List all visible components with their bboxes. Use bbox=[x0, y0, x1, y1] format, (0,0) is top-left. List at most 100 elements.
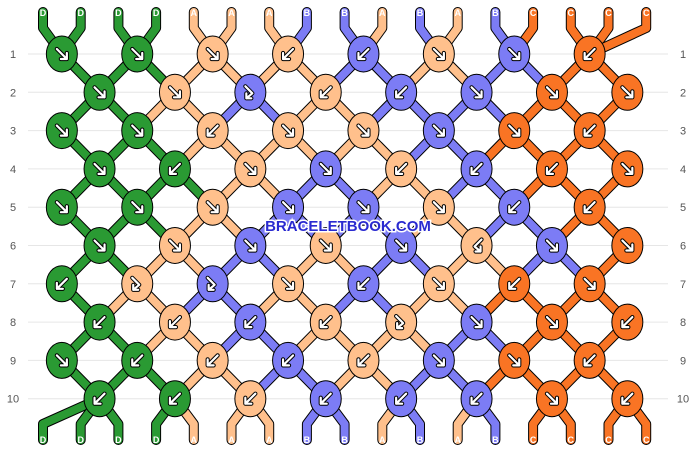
knot-arrow bbox=[206, 201, 219, 214]
knot-arrow bbox=[432, 277, 445, 290]
knot bbox=[158, 380, 191, 418]
knot-arrow bbox=[244, 85, 254, 100]
knot bbox=[234, 227, 267, 264]
knot bbox=[158, 303, 191, 341]
strand-label-top: A bbox=[228, 8, 235, 18]
knot bbox=[234, 380, 267, 418]
strand-label-bottom: D bbox=[77, 435, 84, 445]
knot bbox=[498, 35, 531, 73]
knot bbox=[347, 35, 380, 73]
knot-arrow bbox=[93, 316, 106, 329]
knot bbox=[234, 150, 267, 188]
knot bbox=[234, 73, 267, 111]
knot bbox=[121, 265, 154, 303]
knot-arrow bbox=[432, 124, 445, 137]
strand-label-top: A bbox=[266, 8, 273, 18]
knot bbox=[196, 35, 229, 73]
knot-arrow bbox=[357, 354, 370, 367]
knot-arrow bbox=[508, 201, 521, 214]
strand-label-top: B bbox=[417, 8, 424, 18]
knot-arrow bbox=[545, 239, 559, 252]
knot-arrow bbox=[131, 47, 144, 61]
knot-arrow bbox=[395, 162, 408, 175]
row-label-right: 9 bbox=[680, 355, 686, 367]
knot bbox=[573, 341, 606, 379]
knot bbox=[385, 73, 418, 111]
knot bbox=[611, 227, 644, 264]
knot bbox=[83, 303, 116, 341]
knot-arrow bbox=[470, 162, 483, 175]
knot-arrow bbox=[545, 162, 559, 175]
row-label-left: 9 bbox=[10, 355, 16, 367]
knot-arrow bbox=[319, 86, 332, 99]
knot-arrow bbox=[583, 124, 596, 137]
knot bbox=[45, 265, 78, 303]
knot-arrow bbox=[432, 354, 445, 367]
knot bbox=[422, 341, 455, 379]
strand-label-top: C bbox=[605, 8, 612, 18]
knot-arrow bbox=[319, 239, 332, 252]
knot-arrow bbox=[508, 354, 521, 367]
knot bbox=[460, 73, 493, 111]
knot bbox=[272, 341, 305, 379]
strand-label-bottom: A bbox=[228, 435, 235, 445]
knot bbox=[535, 227, 568, 264]
strand-label-top: D bbox=[153, 8, 160, 18]
row-label-right: 5 bbox=[680, 202, 686, 214]
strand-label-top: B bbox=[492, 8, 499, 18]
knot bbox=[45, 112, 78, 150]
knot bbox=[309, 380, 342, 418]
knot bbox=[385, 380, 418, 418]
knot bbox=[498, 341, 531, 379]
row-label-left: 6 bbox=[10, 241, 16, 253]
row-label-left: 1 bbox=[10, 49, 16, 61]
knot bbox=[45, 188, 78, 226]
knot-arrow bbox=[621, 86, 634, 99]
knot-arrow bbox=[168, 392, 182, 405]
knot-arrow bbox=[395, 239, 408, 252]
knot bbox=[611, 73, 644, 111]
knot-arrow bbox=[55, 354, 68, 367]
knot bbox=[460, 303, 493, 341]
strand-label-top: A bbox=[379, 8, 386, 18]
knot bbox=[272, 188, 305, 226]
knot-arrow bbox=[244, 316, 257, 329]
strand-label-bottom: D bbox=[153, 435, 160, 445]
knot-arrow bbox=[55, 277, 68, 290]
strand-label-bottom: B bbox=[304, 435, 311, 445]
knot-arrow bbox=[93, 239, 106, 252]
knot-arrow bbox=[357, 47, 370, 61]
knot-arrow bbox=[357, 201, 370, 214]
knot bbox=[121, 188, 154, 226]
knot bbox=[573, 188, 606, 226]
strand-label-top: A bbox=[191, 8, 198, 18]
knot-arrow bbox=[206, 47, 219, 61]
knot-arrow bbox=[583, 201, 596, 214]
knot-arrow bbox=[244, 239, 257, 252]
knot bbox=[498, 188, 531, 226]
knot-arrow bbox=[470, 392, 483, 405]
row-label-left: 5 bbox=[10, 202, 16, 214]
knot bbox=[422, 188, 455, 226]
knot-arrow bbox=[621, 316, 634, 329]
knot-arrow bbox=[168, 162, 182, 175]
knot-arrow bbox=[432, 201, 445, 214]
knot bbox=[272, 112, 305, 150]
knot bbox=[573, 112, 606, 150]
knot-arrow bbox=[131, 201, 144, 214]
knot bbox=[535, 150, 568, 188]
strand-label-top: B bbox=[341, 8, 348, 18]
knot bbox=[460, 227, 493, 264]
strand-label-top: C bbox=[568, 8, 575, 18]
knot bbox=[121, 35, 154, 73]
strand-label-bottom: A bbox=[454, 435, 461, 445]
knot bbox=[611, 150, 644, 188]
knot bbox=[611, 303, 644, 341]
knot-arrow bbox=[473, 238, 483, 253]
knot-arrow bbox=[508, 124, 521, 137]
strand-label-bottom: A bbox=[191, 435, 198, 445]
strand-label-bottom: D bbox=[115, 435, 122, 445]
knot bbox=[196, 265, 229, 303]
knot bbox=[309, 150, 342, 188]
